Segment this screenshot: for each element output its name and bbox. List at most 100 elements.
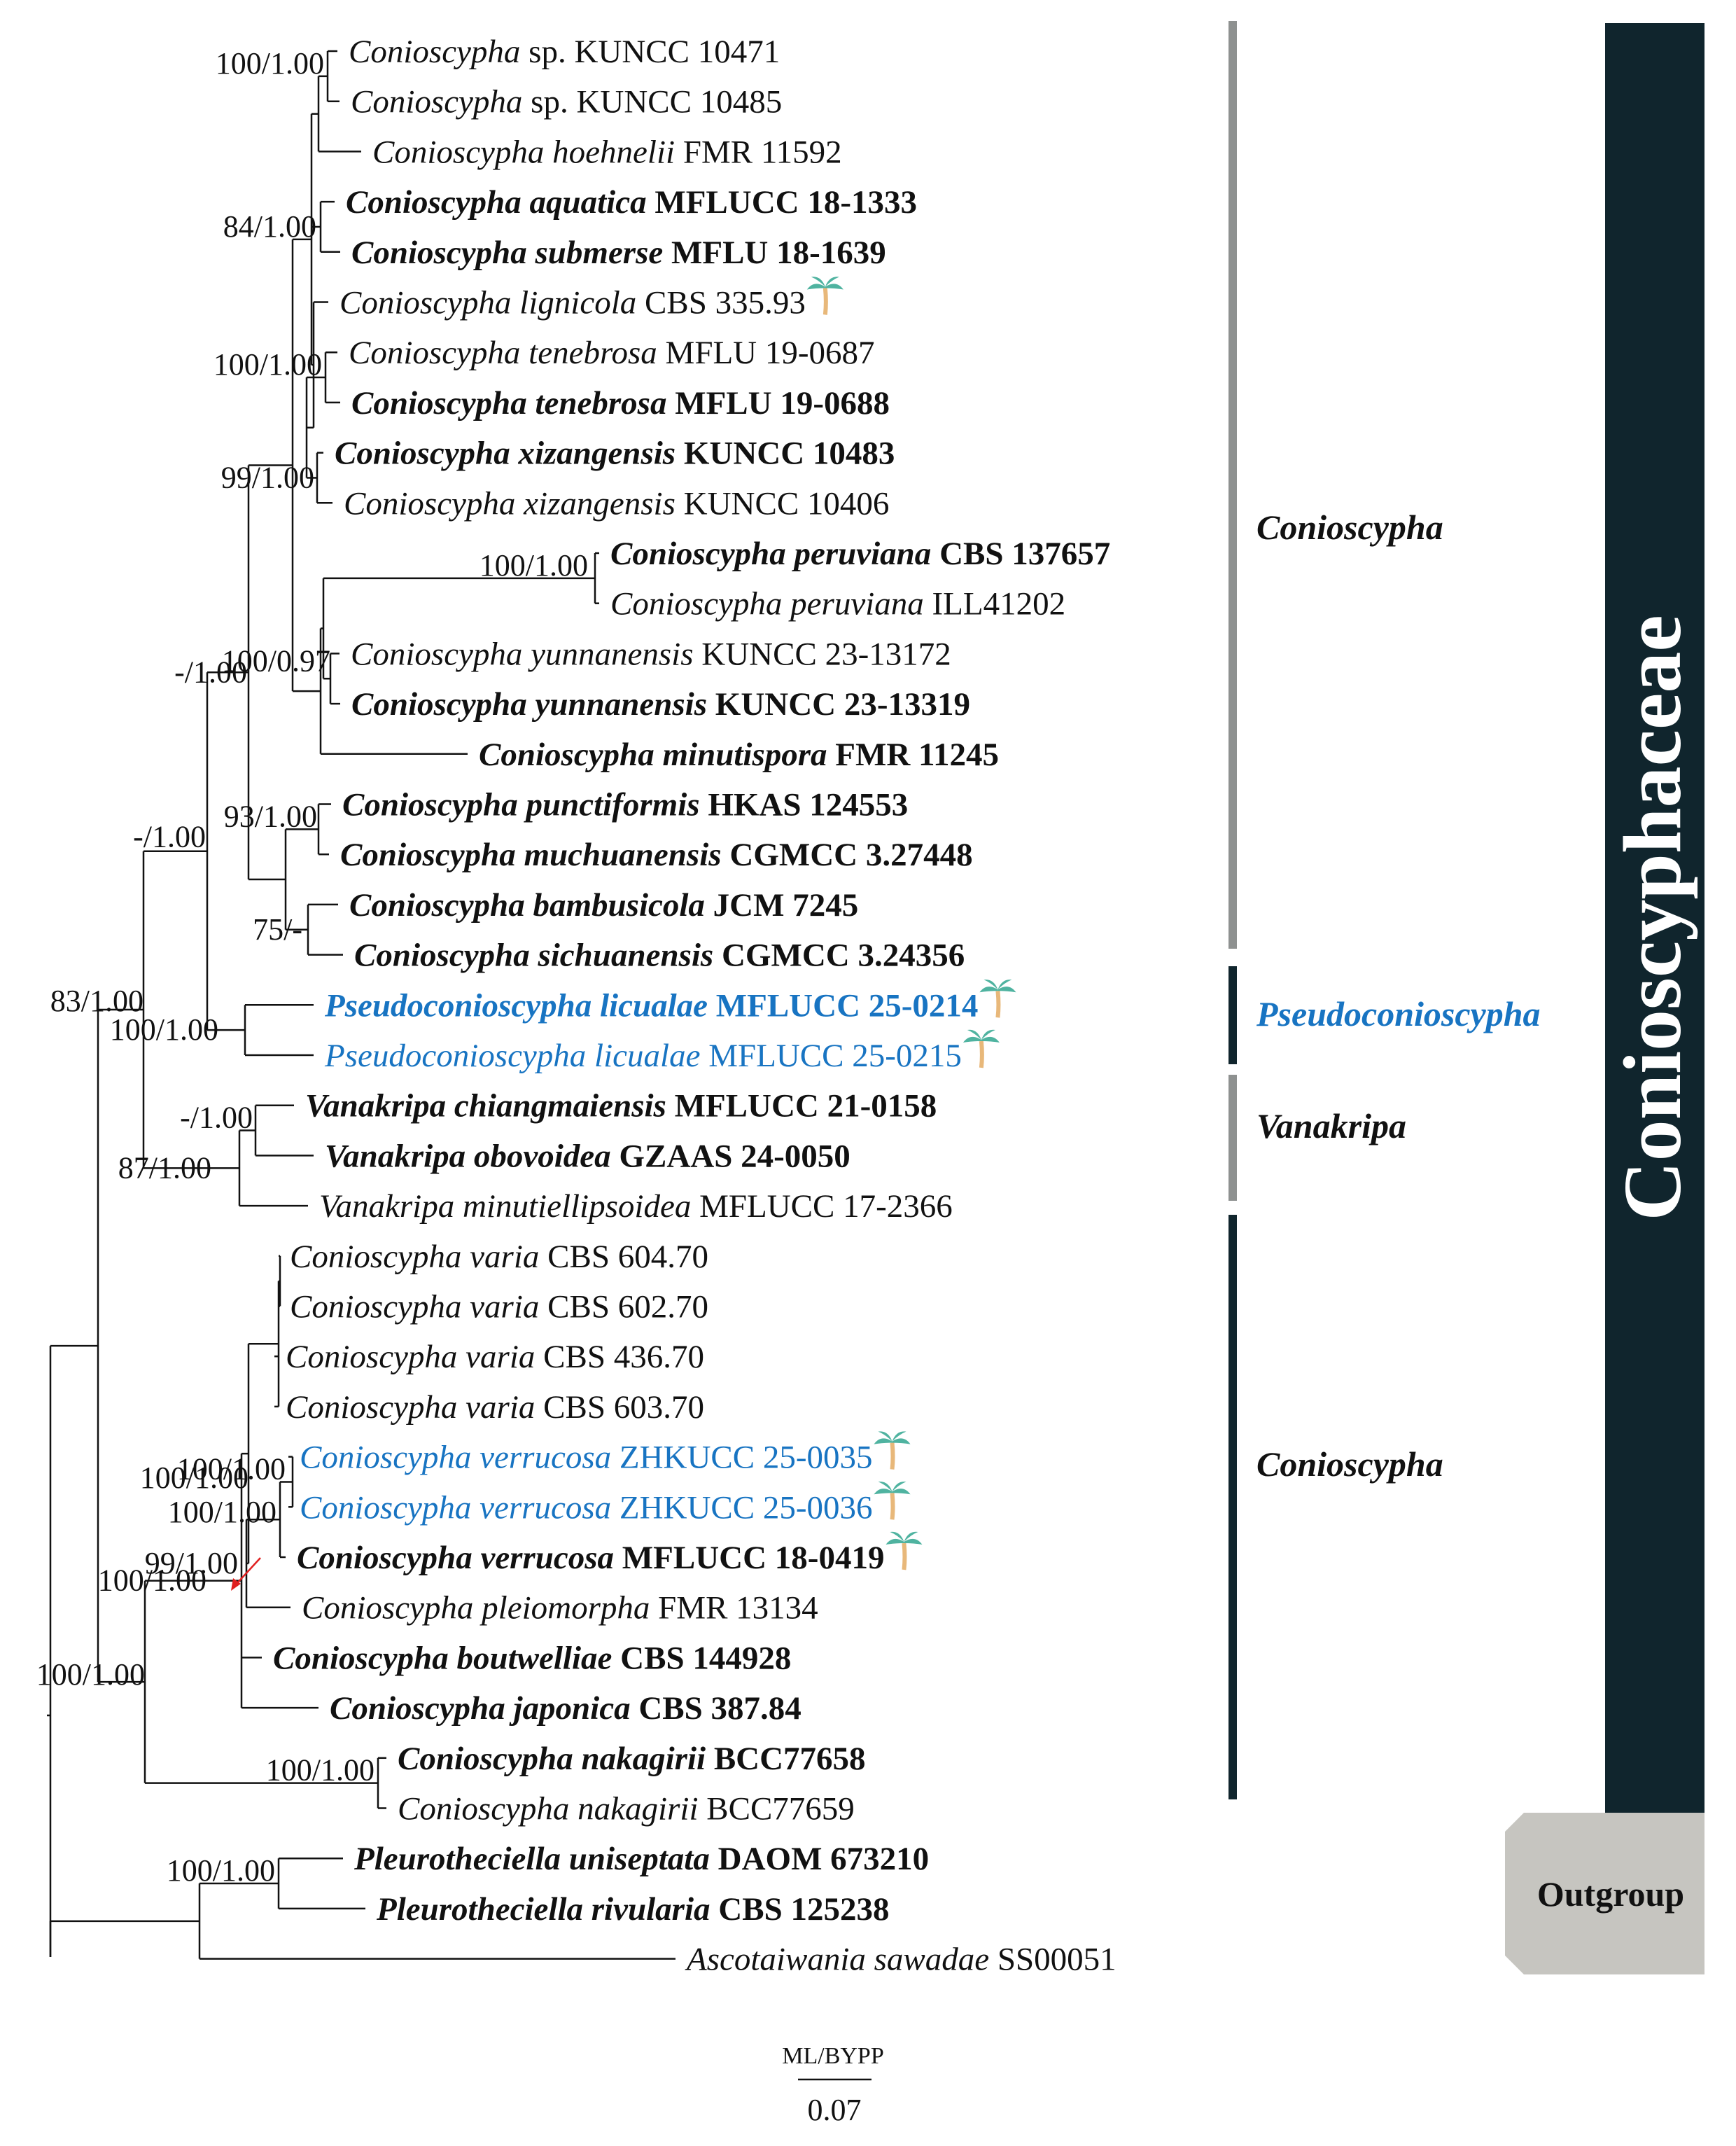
- clade-bars: ConioscyphaPseudoconioscyphaVanakripaCon…: [1228, 21, 1541, 1799]
- palm-tree-icon: [874, 1431, 911, 1470]
- taxon-label: Conioscypha muchuanensis CGMCC 3.27448: [340, 837, 973, 873]
- taxon-label: Conioscypha nakagirii BCC77659: [398, 1791, 855, 1827]
- palm-tree-icon: [979, 980, 1016, 1018]
- clade-label: Conioscypha: [1256, 508, 1443, 547]
- taxon-epithet: muchuanensis: [516, 837, 722, 873]
- clade-bar: [1228, 1075, 1237, 1201]
- taxon-strain: CBS 335.93: [636, 285, 806, 321]
- taxon-label: Conioscypha sichuanensis CGMCC 3.24356: [354, 938, 965, 974]
- palm-tree-icon: [806, 277, 844, 315]
- support-value: 100/1.00: [167, 1853, 275, 1888]
- support-value: 100/1.00: [216, 46, 324, 81]
- taxon-genus: Conioscypha: [398, 1791, 569, 1827]
- taxon-epithet: licualae: [586, 1038, 700, 1074]
- taxon-strain: MFLUCC 21-0158: [666, 1088, 937, 1124]
- taxon-strain: SS00051: [989, 1942, 1116, 1978]
- taxon-label: Conioscypha verrucosa ZHKUCC 25-0036: [300, 1489, 873, 1526]
- family-label: Conioscyphaceae: [1606, 615, 1698, 1220]
- taxon-genus: Conioscypha: [610, 586, 782, 622]
- taxon-epithet: nakagirii: [569, 1791, 698, 1827]
- taxon-label: Conioscypha nakagirii BCC77658: [398, 1741, 866, 1777]
- taxon-label: Conioscypha peruviana ILL41202: [610, 586, 1065, 622]
- taxon-epithet: minutiellipsoidea: [454, 1188, 691, 1225]
- taxon-genus: Conioscypha: [340, 285, 511, 321]
- taxon-genus: Conioscypha: [340, 837, 516, 873]
- taxon-epithet: varia: [457, 1389, 535, 1426]
- taxon-epithet: uniseptata: [561, 1841, 710, 1877]
- taxon-epithet: japonica: [505, 1690, 631, 1727]
- taxon-epithet: rivularia: [583, 1891, 710, 1928]
- support-value: 83/1.00: [50, 984, 144, 1018]
- taxon-strain: KUNCC 23-13172: [694, 636, 951, 672]
- taxon-genus: Conioscypha: [297, 1540, 472, 1576]
- taxon-label: Conioscypha pleiomorpha FMR 13134: [302, 1590, 818, 1626]
- taxon-genus: Ascotaiwania: [685, 1942, 866, 1978]
- taxon-label: Conioscypha varia CBS 604.70: [290, 1239, 708, 1275]
- taxon-label: Conioscypha varia CBS 436.70: [286, 1339, 704, 1375]
- outgroup-block: Outgroup: [1505, 1813, 1704, 1974]
- support-value: 84/1.00: [223, 209, 316, 244]
- taxon-strain: MFLUCC 25-0214: [708, 987, 978, 1024]
- taxon-epithet: hoehnelii: [544, 134, 675, 170]
- support-value: 100/1.00: [479, 548, 588, 583]
- taxon-strain: ZHKUCC 25-0035: [611, 1440, 872, 1476]
- taxon-label: Vanakripa chiangmaiensis MFLUCC 21-0158: [305, 1088, 937, 1124]
- tree-branches: [47, 50, 676, 1960]
- taxon-epithet: chiangmaiensis: [446, 1088, 666, 1124]
- taxon-epithet: minutispora: [654, 737, 827, 773]
- taxon-genus: Conioscypha: [479, 737, 654, 773]
- taxon-label: Conioscypha tenebrosa MFLU 19-0688: [351, 385, 890, 421]
- clade-bar: [1228, 966, 1237, 1064]
- scale-bar: ML/BYPP 0.07: [782, 2043, 884, 2127]
- taxon-label: Conioscypha xizangensis KUNCC 10483: [335, 436, 895, 472]
- taxon-strain: MFLUCC 25-0215: [700, 1038, 961, 1074]
- taxon-genus: Conioscypha: [351, 84, 522, 120]
- taxon-label: Conioscypha yunnanensis KUNCC 23-13172: [351, 636, 951, 672]
- support-value: 87/1.00: [118, 1150, 211, 1185]
- taxon-strain: CBS 604.70: [539, 1239, 708, 1275]
- taxon-genus: Vanakripa: [305, 1088, 446, 1124]
- taxon-strain: CBS 125238: [710, 1891, 890, 1928]
- taxon-epithet: sichuanensis: [530, 938, 714, 974]
- scale-bar-value: 0.07: [808, 2093, 862, 2127]
- taxon-epithet: xizangensis: [515, 485, 675, 522]
- taxon-genus: Conioscypha: [286, 1339, 457, 1375]
- taxon-epithet: pleiomorpha: [473, 1590, 650, 1626]
- taxon-epithet: tenebrosa: [527, 385, 667, 421]
- taxon-epithet: verrucosa: [472, 1540, 614, 1576]
- taxon-epithet: peruviana: [786, 536, 932, 572]
- taxon-strain: GZAAS 24-0050: [611, 1138, 850, 1174]
- taxon-genus: Conioscypha: [302, 1590, 473, 1626]
- taxon-strain: KUNCC 23-13319: [707, 686, 970, 723]
- taxon-strain: KUNCC 10471: [566, 34, 780, 70]
- taxon-strain: DAOM 673210: [710, 1841, 929, 1877]
- taxon-strain: CBS 387.84: [631, 1690, 802, 1727]
- taxon-label: Conioscypha xizangensis KUNCC 10406: [344, 485, 889, 522]
- taxon-label: Conioscypha punctiformis HKAS 124553: [342, 787, 908, 823]
- taxon-genus: Conioscypha: [346, 184, 522, 221]
- taxon-label: Pseudoconioscypha licualae MFLUCC 25-021…: [324, 1038, 962, 1074]
- taxon-genus: Conioscypha: [372, 134, 544, 170]
- taxon-strain: CBS 603.70: [535, 1389, 704, 1426]
- support-value: 93/1.00: [224, 799, 317, 833]
- taxon-strain: ZHKUCC 25-0036: [611, 1489, 872, 1526]
- taxon-genus: Conioscypha: [342, 787, 518, 823]
- taxon-genus: Conioscypha: [354, 938, 530, 974]
- taxon-epithet: nakagirii: [573, 1741, 706, 1777]
- support-value: 100/1.00: [168, 1495, 276, 1529]
- taxon-epithet: punctiformis: [518, 787, 700, 823]
- taxon-genus: Conioscypha: [351, 385, 527, 421]
- taxon-label: Vanakripa minutiellipsoidea MFLUCC 17-23…: [319, 1188, 953, 1225]
- taxon-strain: KUNCC 10483: [676, 436, 895, 472]
- taxon-label: Conioscypha varia CBS 603.70: [286, 1389, 704, 1426]
- taxon-genus: Conioscypha: [351, 686, 527, 723]
- taxon-label: Conioscypha yunnanensis KUNCC 23-13319: [351, 686, 970, 723]
- taxon-genus: Conioscypha: [335, 436, 510, 472]
- taxon-label: Conioscypha minutispora FMR 11245: [479, 737, 999, 773]
- taxon-genus: Pleurotheciella: [354, 1841, 561, 1877]
- taxon-label: Conioscypha tenebrosa MFLU 19-0687: [349, 335, 875, 371]
- family-block: Conioscyphaceae: [1605, 23, 1704, 1813]
- taxon-strain: KUNCC 10485: [568, 84, 783, 120]
- support-value: 75/-: [253, 912, 302, 947]
